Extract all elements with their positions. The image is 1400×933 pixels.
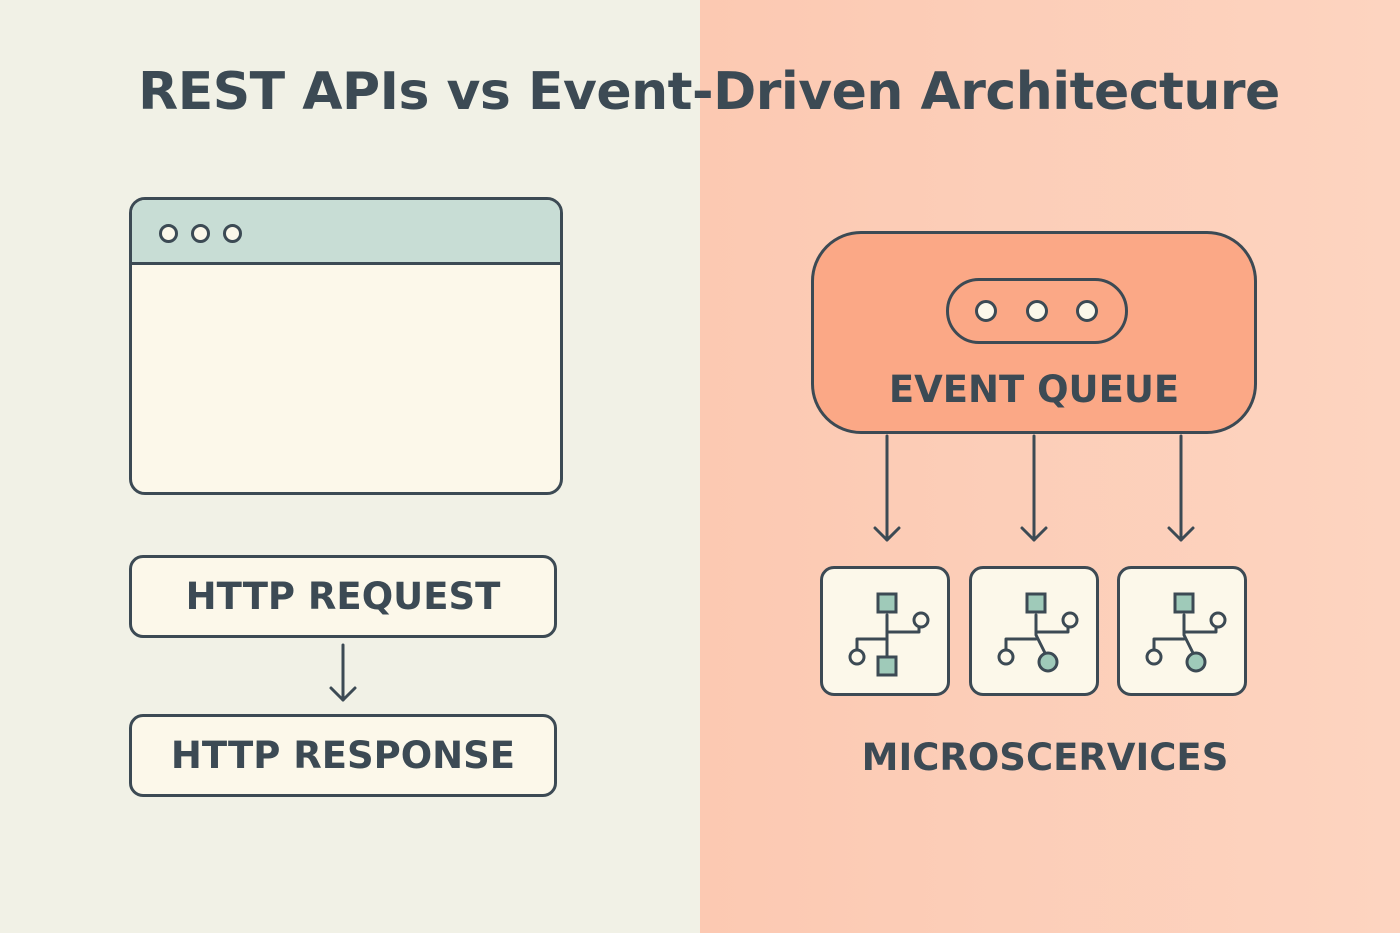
- diagram-title: REST APIs vs Event-Driven Architecture: [138, 62, 1280, 122]
- browser-title-bar: [132, 200, 560, 265]
- http-request-label: HTTP REQUEST: [185, 575, 501, 618]
- microservice-graph-icon: [1145, 592, 1227, 673]
- browser-window: [129, 197, 563, 495]
- window-dot-icon: [191, 224, 210, 243]
- queue-dot-icon: [1026, 300, 1048, 322]
- queue-pill: [946, 278, 1128, 344]
- event-queue-label: EVENT QUEUE: [888, 368, 1180, 411]
- arrow-down-icon: [329, 643, 357, 702]
- event-queue: EVENT QUEUE: [811, 231, 1257, 434]
- http-response-box: HTTP RESPONSE: [129, 714, 557, 797]
- queue-dot-icon: [975, 300, 997, 322]
- arrow-down-icon: [873, 434, 901, 542]
- microservice-box: [820, 566, 950, 696]
- microservices-label: MICROSCERVICES: [861, 736, 1229, 779]
- microservice-box: [969, 566, 1099, 696]
- arrow-down-icon: [1020, 434, 1048, 542]
- event-driven-panel: [700, 0, 1400, 933]
- microservice-graph-icon: [848, 592, 930, 677]
- http-request-box: HTTP REQUEST: [129, 555, 557, 638]
- window-dot-icon: [159, 224, 178, 243]
- microservice-graph-icon: [997, 592, 1079, 673]
- window-dot-icon: [223, 224, 242, 243]
- queue-dot-icon: [1076, 300, 1098, 322]
- http-response-label: HTTP RESPONSE: [170, 734, 516, 777]
- microservice-box: [1117, 566, 1247, 696]
- arrow-down-icon: [1167, 434, 1195, 542]
